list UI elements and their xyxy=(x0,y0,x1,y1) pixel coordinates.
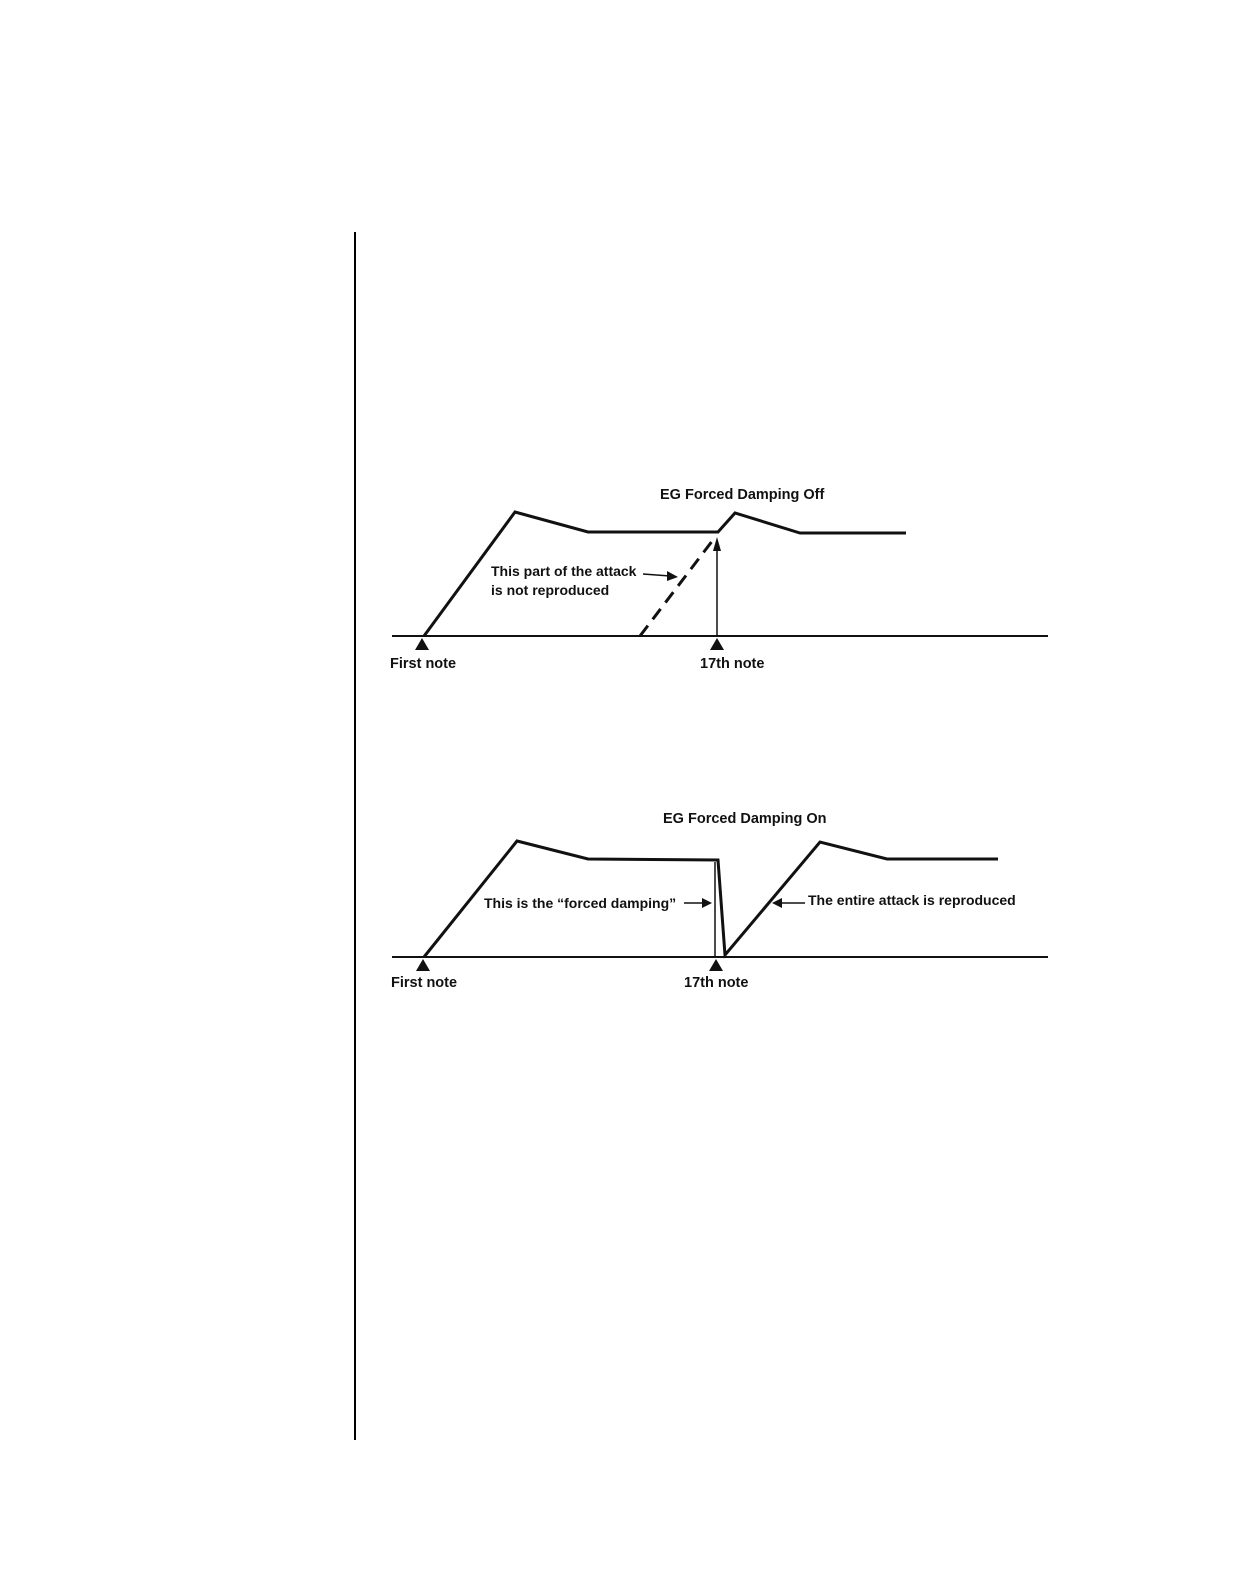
diagram-forced-damping-on: EG Forced Damping On This is the “forced… xyxy=(391,811,1048,991)
seventeenth-note-marker xyxy=(710,638,724,650)
damping-arrowhead xyxy=(702,898,712,908)
first-note-label: First note xyxy=(391,975,457,991)
seventeenth-note-marker xyxy=(709,959,723,971)
annotation-line-1: This part of the attack xyxy=(491,563,637,579)
seventeenth-note-label: 17th note xyxy=(684,975,748,991)
first-note-marker xyxy=(416,959,430,971)
jump-arrowhead xyxy=(713,537,721,551)
first-note-marker xyxy=(415,638,429,650)
annotation-entire-attack: The entire attack is reproduced xyxy=(808,892,1016,908)
diagram-title: EG Forced Damping On xyxy=(663,811,827,827)
seventeenth-note-label: 17th note xyxy=(700,656,764,672)
first-note-label: First note xyxy=(390,656,456,672)
annotation-line-2: is not reproduced xyxy=(491,582,609,598)
annotation-arrow-shaft xyxy=(643,574,670,576)
diagram-title: EG Forced Damping Off xyxy=(660,487,825,503)
missing-attack-dashed xyxy=(640,536,716,636)
annotation-arrowhead xyxy=(667,571,678,581)
diagram-forced-damping-off: EG Forced Damping Off This part of the a… xyxy=(390,487,1048,672)
annotation-forced-damping: This is the “forced damping” xyxy=(484,895,676,911)
